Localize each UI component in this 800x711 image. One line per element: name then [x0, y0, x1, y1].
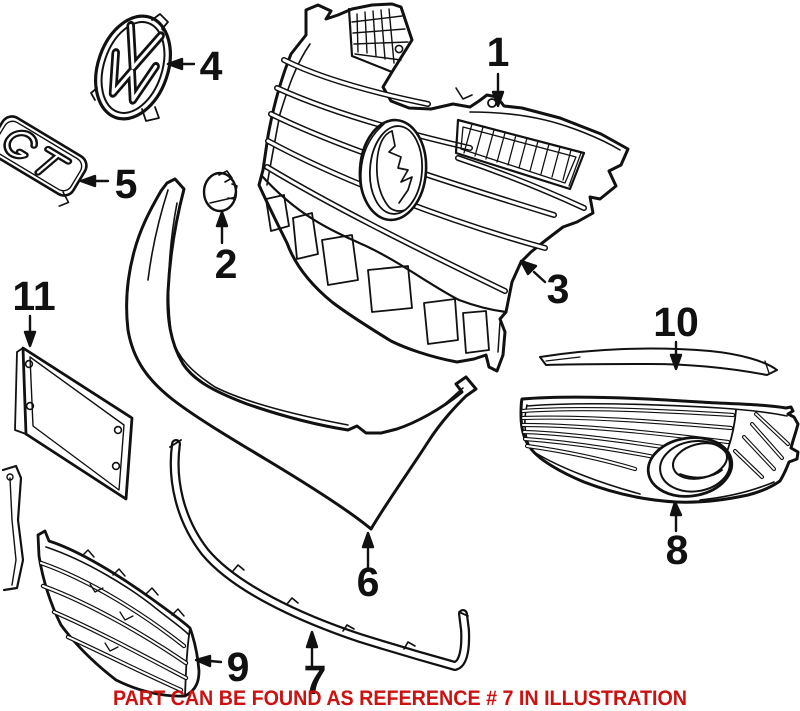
svg-text:PART CAN BE FOUND AS REFERENCE: PART CAN BE FOUND AS REFERENCE # 7 IN IL…	[113, 687, 687, 710]
svg-text:4: 4	[200, 43, 223, 89]
svg-text:10: 10	[653, 299, 699, 345]
svg-text:8: 8	[666, 527, 689, 573]
svg-text:2: 2	[215, 241, 238, 287]
svg-text:3: 3	[547, 266, 570, 312]
svg-text:5: 5	[115, 161, 138, 207]
svg-text:7: 7	[304, 657, 327, 703]
svg-text:9: 9	[227, 644, 250, 690]
svg-text:11: 11	[12, 273, 55, 319]
svg-text:6: 6	[357, 559, 380, 605]
svg-text:1: 1	[487, 29, 510, 75]
